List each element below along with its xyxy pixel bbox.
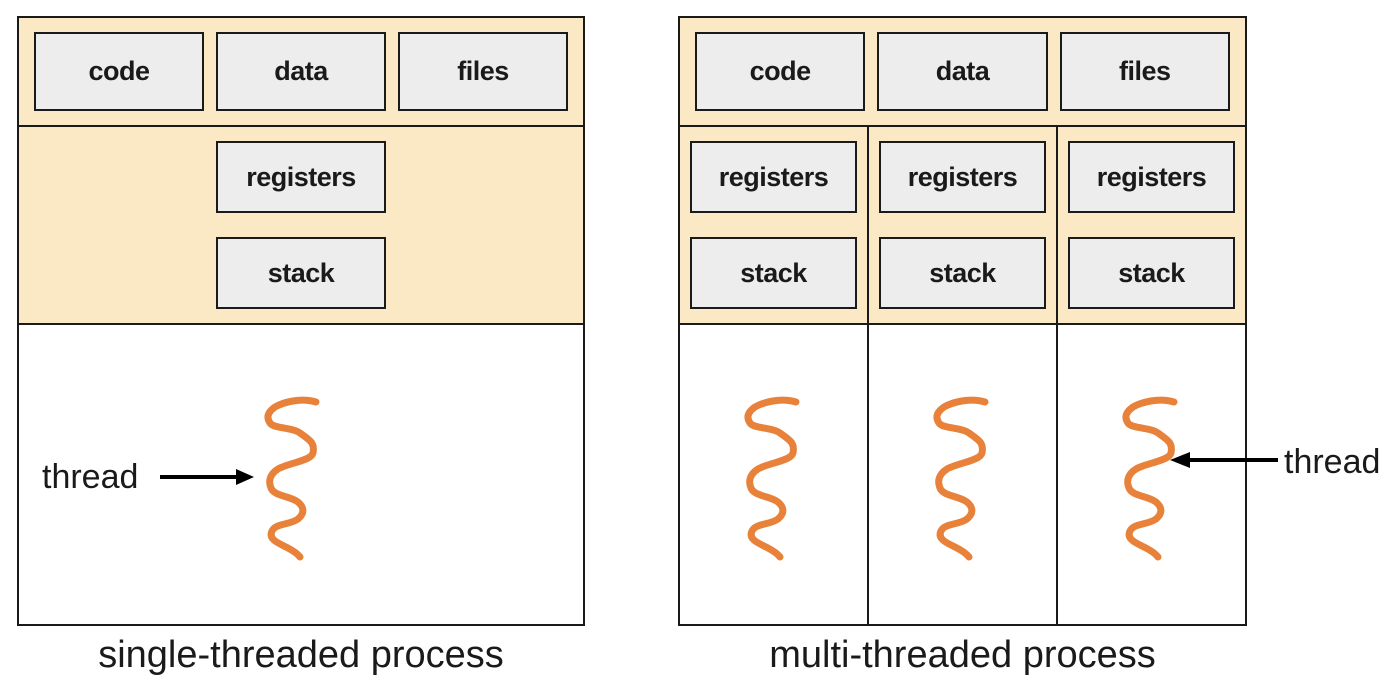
thread-column-3: registers stack (1056, 127, 1245, 624)
thread-squiggle-icon (743, 396, 799, 561)
thread-3-area (1058, 325, 1245, 624)
thread-1-area (680, 325, 867, 624)
left-files-cell: files (398, 32, 568, 111)
thread-column-2: registers stack (867, 127, 1056, 624)
thread-2-context: registers stack (869, 127, 1056, 325)
thread-1-registers-cell: registers (690, 141, 857, 213)
thread-2-area (869, 325, 1056, 624)
right-memory-strip: code data files (680, 18, 1245, 127)
right-data-cell: data (877, 32, 1048, 111)
arrow-left-icon (1170, 452, 1278, 468)
left-stack-cell: stack (216, 237, 386, 309)
thread-squiggle-icon (932, 396, 988, 561)
thread-2-stack-cell: stack (879, 237, 1046, 309)
right-thread-label: thread (1284, 443, 1381, 481)
multi-threaded-process-box: code data files registers stack register… (678, 16, 1247, 626)
right-files-cell: files (1059, 32, 1230, 111)
thread-2-registers-cell: registers (879, 141, 1046, 213)
thread-3-context: registers stack (1058, 127, 1245, 325)
thread-column-1: registers stack (680, 127, 867, 624)
multi-threaded-caption: multi-threaded process (769, 634, 1156, 676)
thread-3-stack-cell: stack (1068, 237, 1235, 309)
left-code-cell: code (34, 32, 204, 111)
thread-columns: registers stack registers stack (680, 127, 1245, 624)
left-memory-strip: code data files (19, 18, 583, 127)
arrow-right-icon (160, 469, 254, 485)
left-thread-context-strip: registers stack (19, 127, 583, 325)
right-code-cell: code (695, 32, 866, 111)
left-thread-label: thread (42, 458, 139, 496)
left-registers-cell: registers (216, 141, 386, 213)
thread-1-context: registers stack (680, 127, 867, 325)
thread-1-stack-cell: stack (690, 237, 857, 309)
thread-3-registers-cell: registers (1068, 141, 1235, 213)
left-data-cell: data (216, 32, 386, 111)
left-thread-area (19, 325, 583, 624)
single-threaded-caption: single-threaded process (98, 634, 504, 676)
thread-squiggle-icon (264, 396, 320, 561)
single-threaded-process-box: code data files registers stack (17, 16, 585, 626)
thread-squiggle-icon (1121, 396, 1177, 561)
